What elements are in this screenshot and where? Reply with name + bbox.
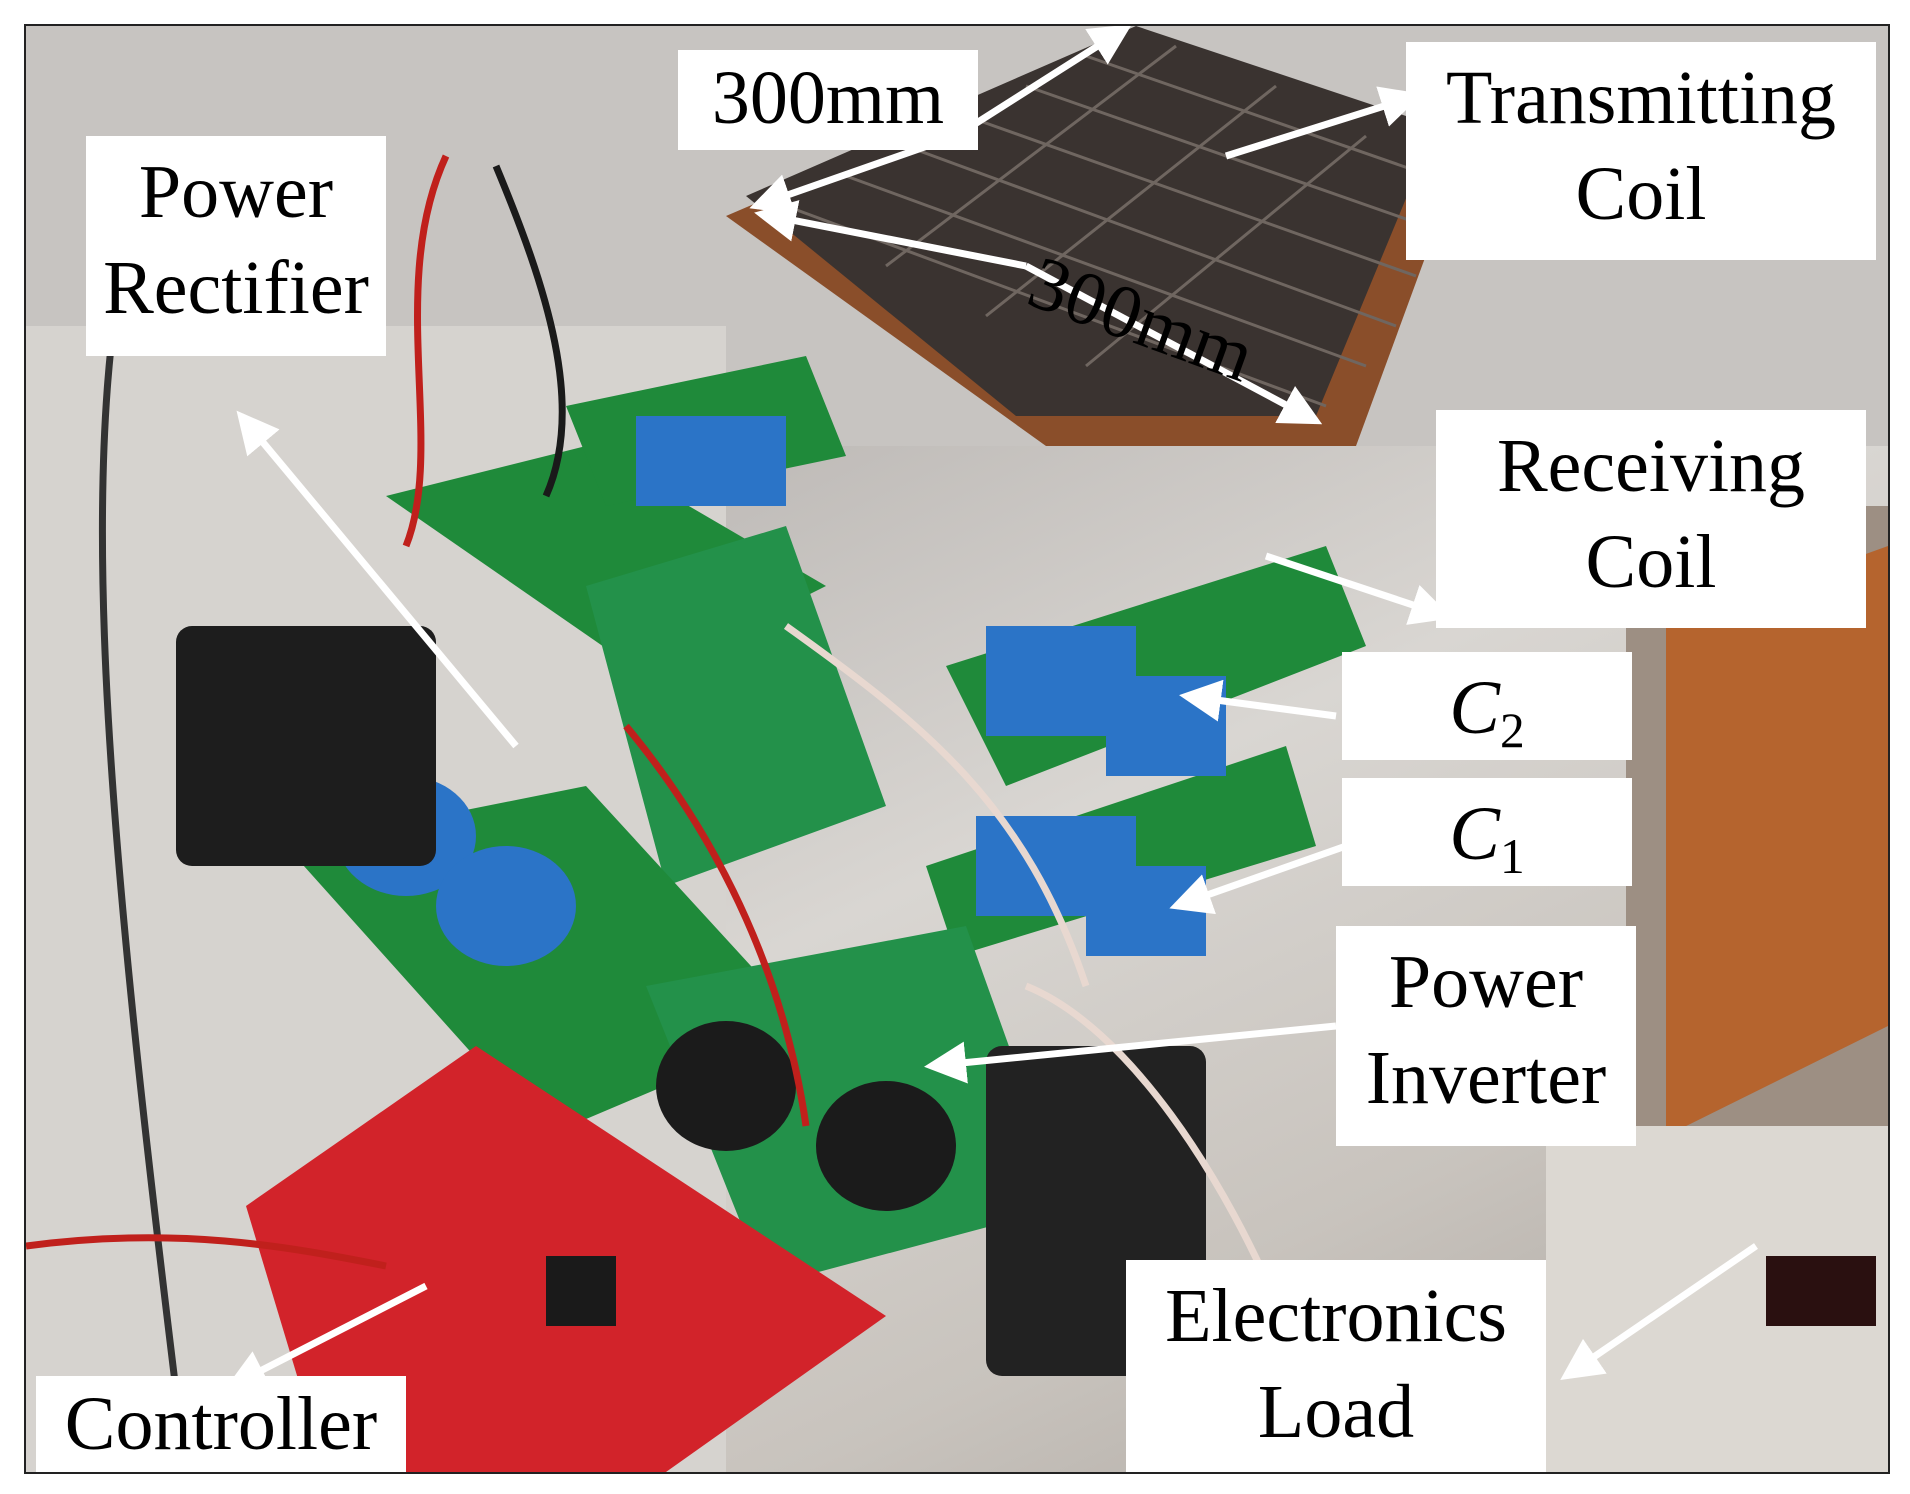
- wooden-board: [1666, 546, 1888, 1136]
- arrow-c2: [1179, 679, 1337, 722]
- power-inverter-label: Power Inverter: [1336, 926, 1636, 1146]
- dim-arrow-diag-right: [1024, 262, 1323, 425]
- load-display: [1766, 1256, 1876, 1326]
- setup-photo: 300mm 300mm Transmitting Coil Power Rect…: [24, 24, 1890, 1474]
- arrow-power-inverter: [924, 1022, 1337, 1084]
- blue-electrolytic-cap-2: [436, 846, 576, 966]
- dimension-label-top: 300mm: [678, 50, 978, 150]
- controller-label: Controller: [36, 1376, 406, 1472]
- arrow-power-rectifier: [236, 410, 519, 749]
- rectifier-cooling-fan: [176, 626, 436, 866]
- transmitting-coil-label: Transmitting Coil: [1406, 42, 1876, 260]
- power-rectifier-label: Power Rectifier: [86, 136, 386, 356]
- arrow-transmitting-coil: [1224, 86, 1423, 160]
- c1-label: C1: [1342, 778, 1632, 886]
- electronics-load-label: Electronics Load: [1126, 1260, 1546, 1472]
- arrow-receiving-coil: [1264, 552, 1453, 625]
- arrow-electronics-load: [1560, 1243, 1758, 1380]
- photo-scene: [26, 26, 1888, 1472]
- dim-arrow-diag-left: [754, 200, 1027, 270]
- annotation-arrows: [224, 26, 1758, 1390]
- receiving-coil-label: Receiving Coil: [1436, 410, 1866, 628]
- middle-pcb: [586, 526, 886, 886]
- controller-chip: [546, 1256, 616, 1326]
- arrow-c1: [1169, 842, 1348, 915]
- black-electrolytic-cap-1: [656, 1021, 796, 1151]
- c2-label: C2: [1342, 652, 1632, 760]
- black-electrolytic-cap-2: [816, 1081, 956, 1211]
- arrow-controller: [224, 1282, 428, 1390]
- dim-arrow-top-right: [954, 26, 1132, 139]
